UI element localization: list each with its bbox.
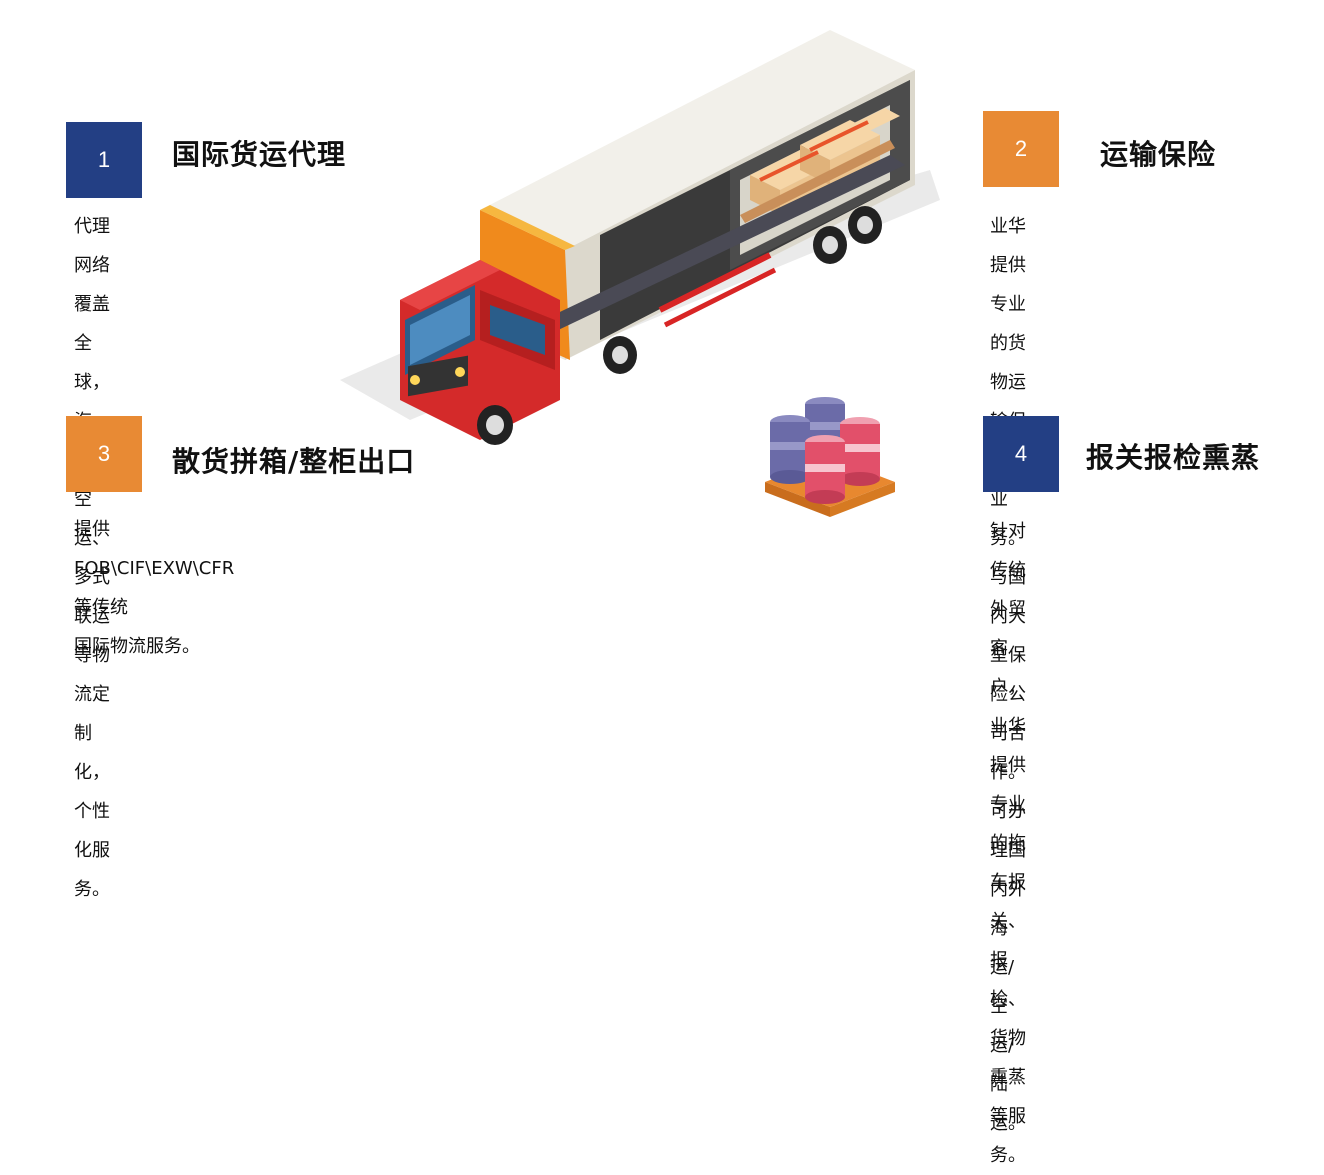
- service-title: 报关报检熏蒸: [1086, 441, 1261, 474]
- barrels-on-pallet-illustration: [765, 397, 895, 517]
- service-number-badge: 3: [66, 416, 142, 492]
- service-number-badge: 1: [66, 122, 142, 198]
- service-number: 3: [97, 441, 111, 466]
- service-number: 1: [97, 147, 111, 172]
- wheels: [477, 206, 882, 445]
- service-title: 散货拼箱/整柜出口: [172, 445, 416, 478]
- service-title: 国际货运代理: [172, 138, 347, 171]
- service-number: 2: [1014, 136, 1028, 161]
- service-description: 提供FOB\CIF\EXW\CFR等传统 国际物流服务。: [74, 519, 235, 657]
- service-number: 4: [1014, 441, 1028, 466]
- service-number-badge: 2: [983, 111, 1059, 187]
- truck-illustration: [340, 30, 940, 445]
- service-title: 运输保险: [1100, 138, 1217, 171]
- service-description: 针对传统外贸客户，业华提供 专业的拖车报关、报检、货物 熏蒸等服务。: [990, 521, 1026, 1166]
- service-number-badge: 4: [983, 416, 1059, 492]
